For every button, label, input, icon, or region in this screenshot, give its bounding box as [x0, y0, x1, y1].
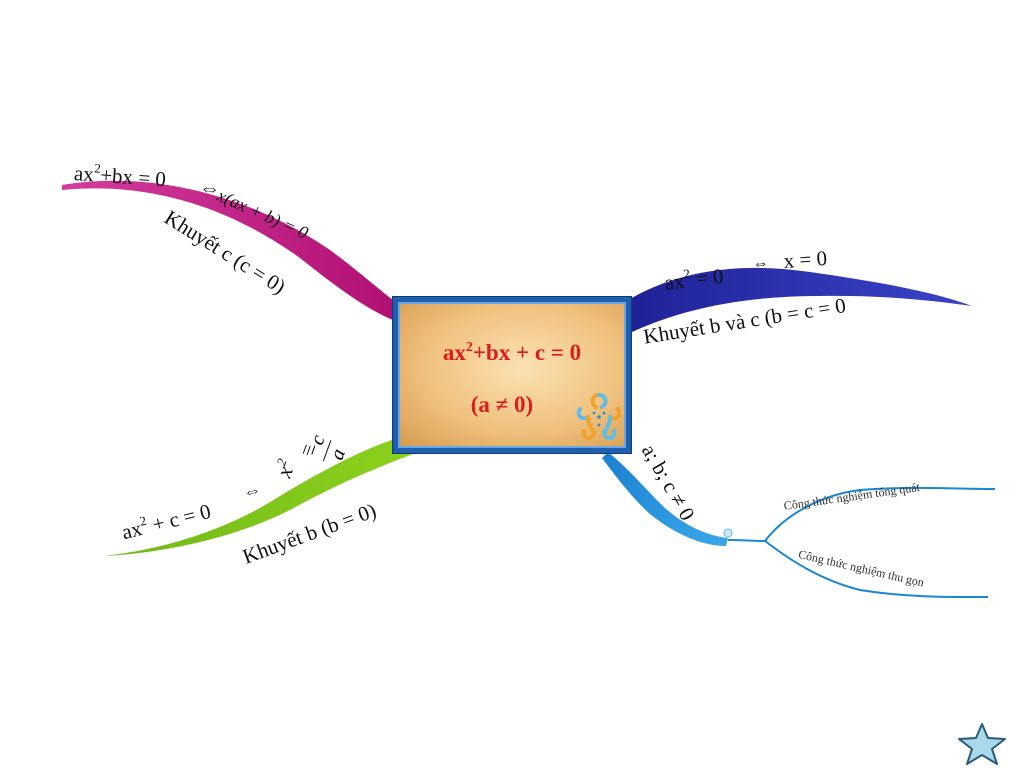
star-icon[interactable]: [955, 722, 1009, 766]
branch-full-node: [723, 528, 733, 538]
central-condition: (a ≠ 0): [470, 392, 534, 417]
central-topic[interactable]: ax2+bx + c = 0 (a ≠ 0): [393, 297, 631, 453]
branch-missing-c: [62, 180, 400, 322]
result-missing-bc: x = 0: [782, 245, 828, 273]
formula-missing-c: ax2+bx = 0: [73, 160, 167, 192]
branch-full: [602, 452, 728, 546]
branch-missing-bc: [628, 267, 972, 332]
branch-general-formula: [764, 486, 996, 542]
branch-reduced-formula: [764, 540, 989, 599]
branch-missing-b: [105, 432, 430, 556]
topic-ornament-icon: [576, 393, 622, 440]
fraction-denominator: a: [325, 445, 351, 463]
branch-full-connector: [727, 539, 766, 542]
equiv-symbol-missing-bc: ⇔: [751, 254, 770, 273]
central-equation: ax2+bx + c = 0: [442, 340, 582, 365]
